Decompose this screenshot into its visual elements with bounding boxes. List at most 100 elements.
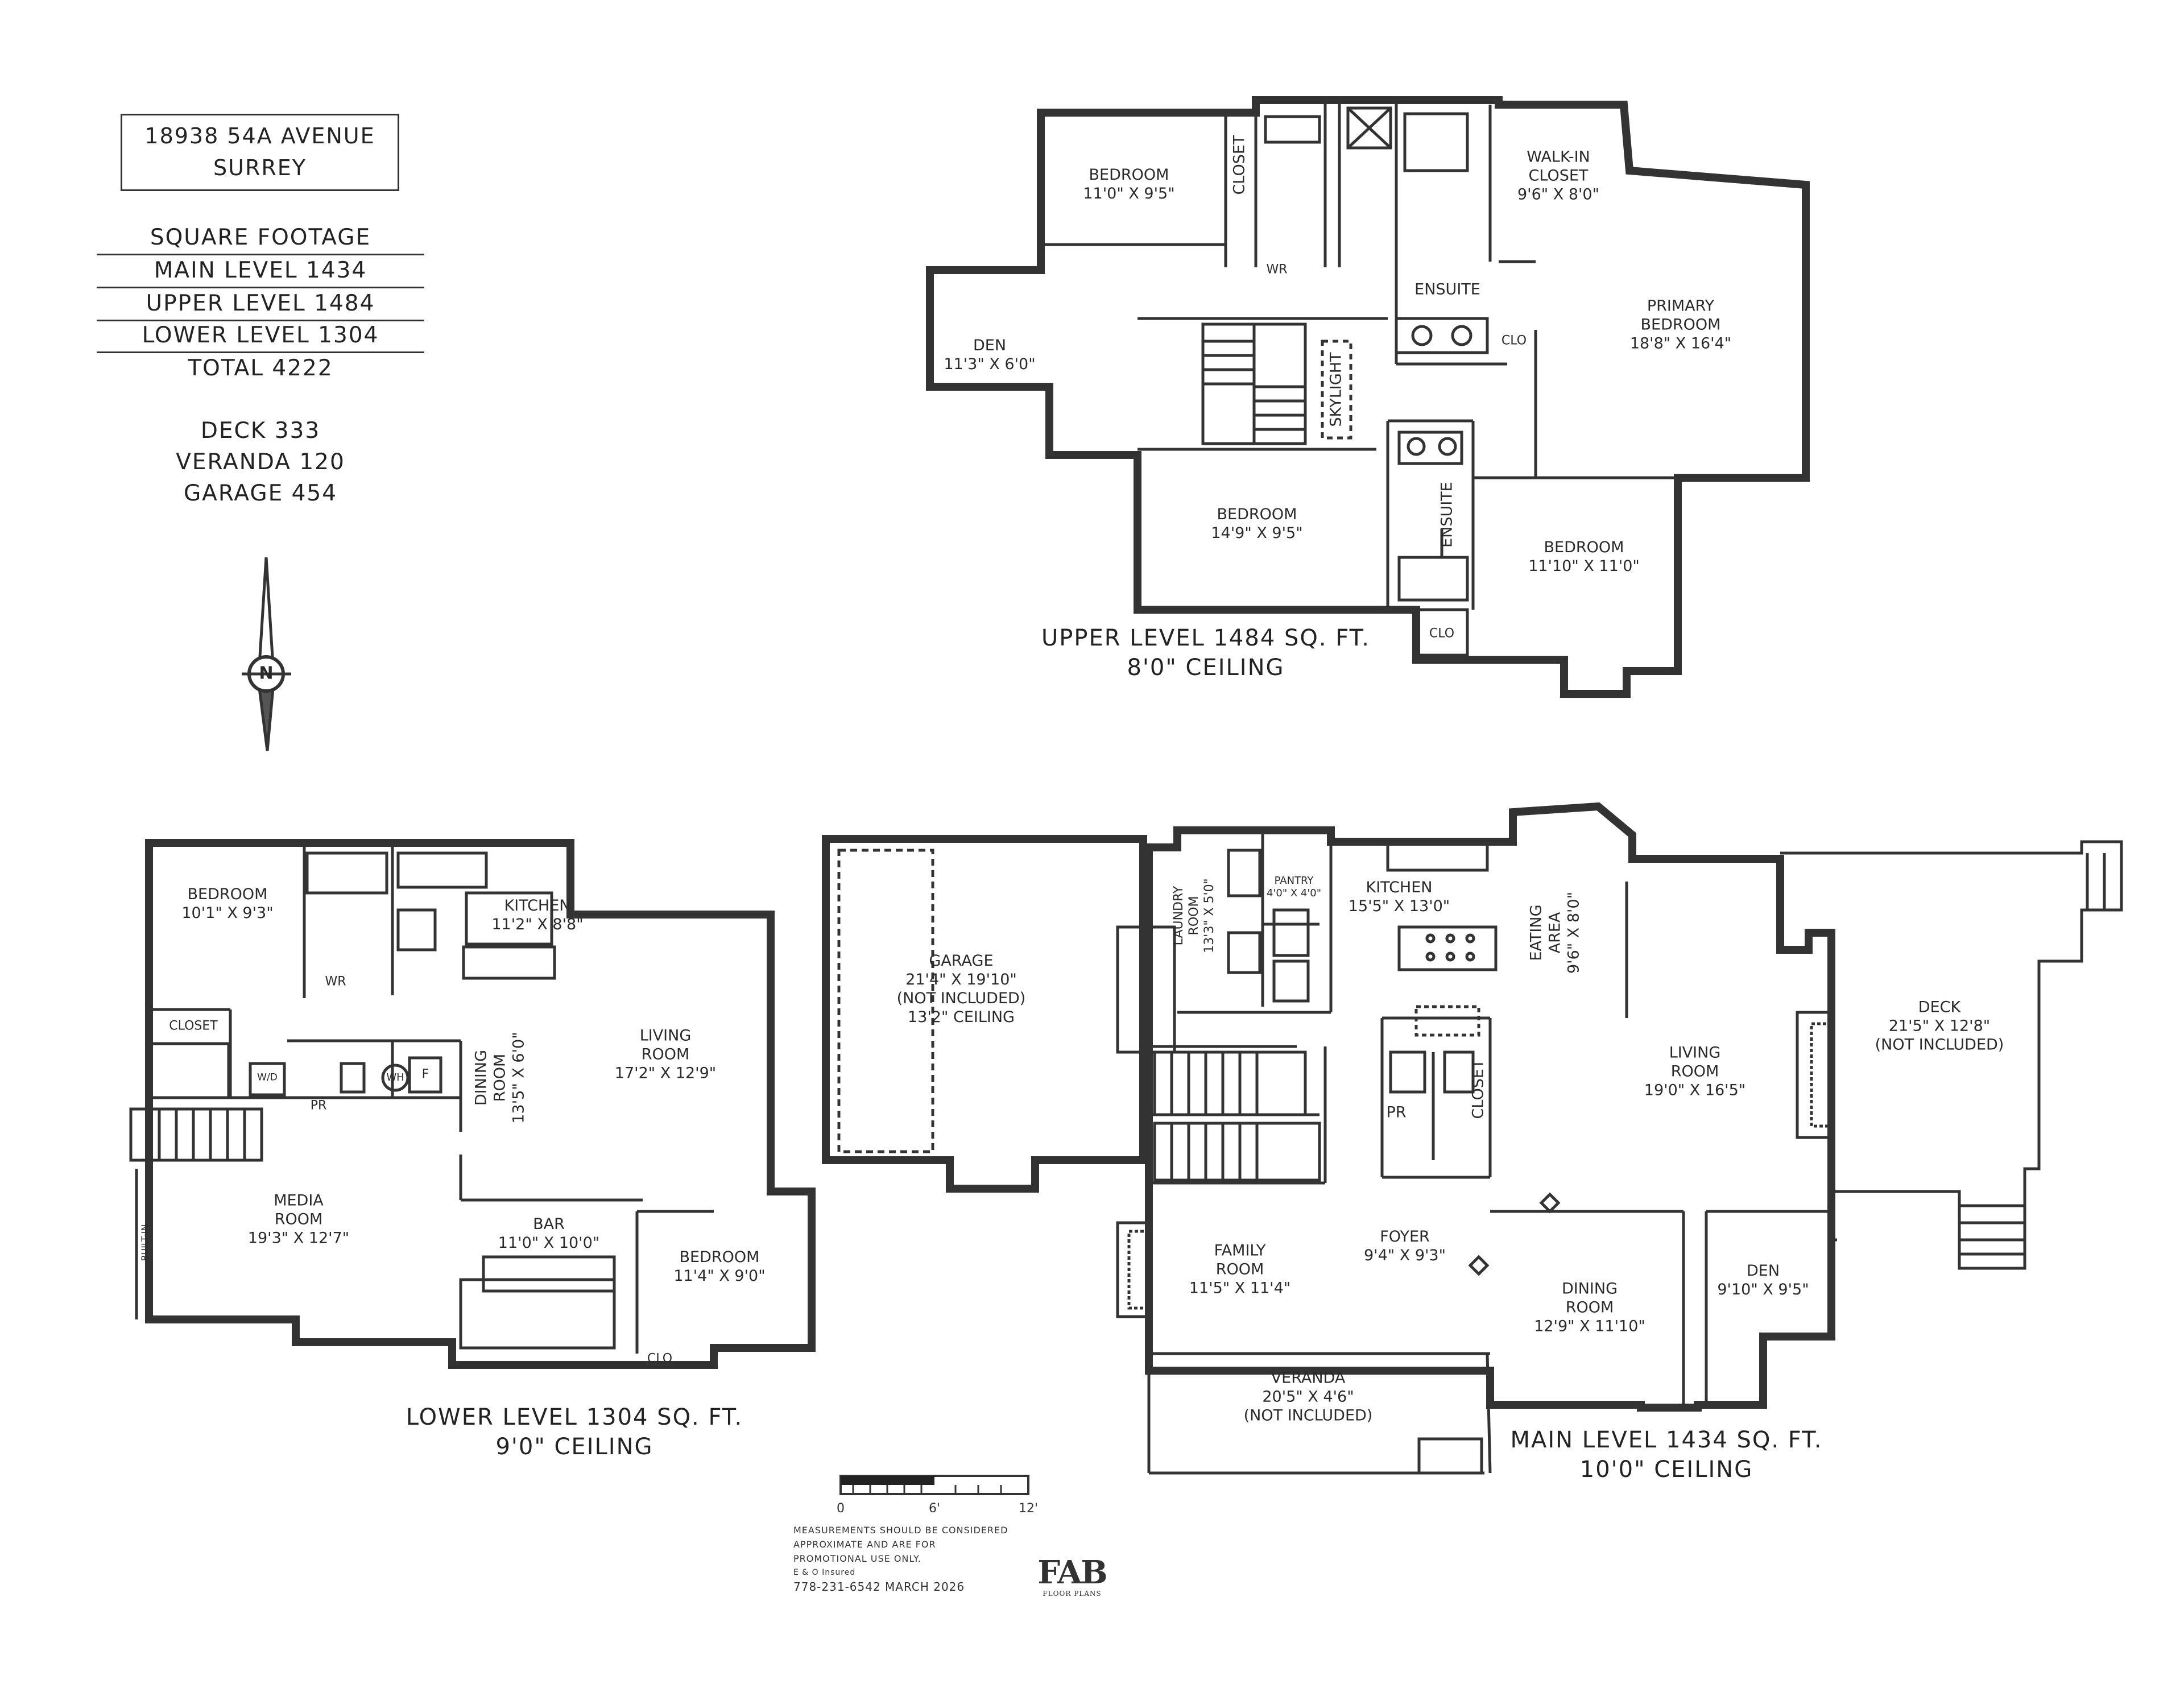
room-name: GARAGE <box>929 952 994 970</box>
level-title: MAIN LEVEL 1434 SQ. FT. <box>1510 1427 1823 1453</box>
room-dims: 11'3" X 6'0" <box>944 355 1036 373</box>
main-kitchen: KITCHEN 15'5" X 13'0" <box>1349 879 1450 916</box>
room-name-2: ROOM <box>1215 1260 1264 1279</box>
garage-label: GARAGE 21'4" X 19'10" (NOT INCLUDED) 13'… <box>897 952 1026 1027</box>
sqft-lower: LOWER LEVEL 1304 <box>97 320 424 353</box>
room-dims: 13'5" X 6'0" <box>510 1032 528 1124</box>
lower-stairs <box>129 1042 263 1162</box>
level-ceiling: 8'0" CEILING <box>1127 655 1285 681</box>
sqft-heading: SQUARE FOOTAGE <box>97 222 424 255</box>
room-name: KITCHEN <box>504 897 571 915</box>
sqft-total: TOTAL 4222 <box>188 355 333 381</box>
room-name: DINING <box>1561 1280 1618 1298</box>
main-dining-room: DINING ROOM 12'9" X 11'10" <box>1534 1280 1645 1337</box>
disclaimer: MEASUREMENTS SHOULD BE CONSIDERED APPROX… <box>793 1523 1008 1594</box>
room-dims: 20'5" X 4'6" <box>1262 1388 1354 1406</box>
main-living-room: LIVING ROOM 19'0" X 16'5" <box>1644 1044 1745 1100</box>
brand-tagline: FLOOR PLANS <box>1043 1590 1102 1598</box>
upper-clo-2: CLO <box>1429 626 1455 641</box>
room-name-2: ROOM <box>1670 1062 1719 1081</box>
upper-wr: WR <box>1266 262 1288 277</box>
upper-ensuite-2: ENSUITE <box>1438 482 1456 548</box>
main-stairs <box>1116 925 1483 1475</box>
room-dims: 18'8" X 16'4" <box>1629 334 1732 353</box>
address-line: 18938 54A AVENUE <box>144 123 375 148</box>
disclaimer-line: E & O Insured <box>793 1568 856 1577</box>
room-dims: 9'10" X 9'5" <box>1717 1281 1809 1298</box>
room-name-2: ROOM <box>1186 896 1201 936</box>
room-name: FOYER <box>1380 1228 1430 1246</box>
level-ceiling: 10'0" CEILING <box>1579 1457 1753 1483</box>
lower-wr: WR <box>325 974 346 989</box>
disclaimer-line: MEASUREMENTS SHOULD BE CONSIDERED <box>793 1525 1008 1536</box>
room-dims: 19'0" X 16'5" <box>1644 1081 1746 1099</box>
room-name: LIVING <box>1669 1044 1721 1062</box>
room-dims: 19'3" X 12'7" <box>247 1229 350 1247</box>
room-note: (NOT INCLUDED) <box>1243 1406 1373 1425</box>
lower-level-outer-walls <box>145 839 816 1369</box>
scale-label-6: 6' <box>928 1501 941 1516</box>
room-name: BEDROOM <box>1544 539 1624 557</box>
lower-bedroom-1: BEDROOM 10'1" X 9'3" <box>181 886 273 923</box>
main-deck: DECK 21'5" X 12'8" (NOT INCLUDED) <box>1875 999 2004 1055</box>
room-name: KITCHEN <box>1366 879 1433 897</box>
room-name-2: ROOM <box>274 1210 323 1228</box>
level-title: UPPER LEVEL 1484 SQ. FT. <box>1041 625 1371 651</box>
sqft-upper: UPPER LEVEL 1484 <box>97 288 424 321</box>
room-name-2: ROOM <box>641 1045 690 1064</box>
city-line: SURREY <box>213 155 307 180</box>
lower-washer-dryer: W/D <box>257 1071 278 1083</box>
room-dims: 13'3" X 5'0" <box>1202 878 1217 953</box>
room-dims: 9'4" X 9'3" <box>1363 1247 1446 1264</box>
room-note: (NOT INCLUDED) <box>1875 1036 2004 1054</box>
room-name: BEDROOM <box>679 1248 760 1267</box>
lower-bar: BAR 11'0" X 10'0" <box>498 1215 599 1253</box>
scale-bar <box>839 1475 1029 1495</box>
room-ceiling: 13'2" CEILING <box>908 1008 1015 1026</box>
compass-rose <box>242 557 291 751</box>
upper-bedroom-1: BEDROOM 11'0" X 9'5" <box>1083 166 1174 204</box>
room-dims: 9'6" X 8'0" <box>1565 891 1583 974</box>
sqft-main: MAIN LEVEL 1434 <box>97 255 424 288</box>
room-dims: 11'2" X 8'8" <box>491 916 584 933</box>
room-note: (NOT INCLUDED) <box>896 990 1026 1007</box>
upper-skylight: SKYLIGHT <box>1327 352 1345 427</box>
main-veranda: VERANDA 20'5" X 4'6" (NOT INCLUDED) <box>1244 1370 1373 1426</box>
room-name: DECK <box>1918 998 1961 1016</box>
room-dims: 9'6" X 8'0" <box>1517 185 1600 204</box>
room-name: BEDROOM <box>1217 506 1297 524</box>
upper-bedroom-3: BEDROOM 11'10" X 11'0" <box>1528 539 1640 576</box>
room-name: VERANDA <box>1271 1369 1346 1387</box>
compass-north-label: N <box>259 663 274 684</box>
room-dims: 15'5" X 13'0" <box>1348 897 1450 915</box>
room-dims: 10'1" X 9'3" <box>181 904 274 922</box>
main-closet: CLOSET <box>1469 1059 1487 1119</box>
disclaimer-line: PROMOTIONAL USE ONLY. <box>793 1553 921 1564</box>
fab-logo: FAB FLOOR PLANS <box>1027 1555 1118 1598</box>
level-ceiling: 9'0" CEILING <box>495 1434 653 1460</box>
main-family-room: FAMILY ROOM 11'5" X 11'4" <box>1189 1242 1290 1298</box>
main-level-title: MAIN LEVEL 1434 SQ. FT. 10'0" CEILING <box>1510 1425 1822 1484</box>
scale-label-0: 0 <box>837 1501 845 1516</box>
lower-media-room: MEDIA ROOM 19'3" X 12'7" <box>248 1192 349 1248</box>
room-name-2: BEDROOM <box>1640 316 1721 334</box>
extra-deck: DECK 333 <box>200 418 321 444</box>
room-name: DINING <box>472 1049 490 1106</box>
room-name: MEDIA <box>274 1191 324 1210</box>
room-name: BAR <box>533 1215 565 1234</box>
room-name-2: CLOSET <box>1528 167 1589 185</box>
room-name: EATING <box>1527 904 1545 961</box>
garage-detail <box>837 849 934 1153</box>
room-name: BEDROOM <box>187 886 268 904</box>
garage-walls <box>822 835 1147 1193</box>
main-pantry: PANTRY 4'0" X 4'0" <box>1267 875 1321 900</box>
lower-kitchen: KITCHEN 11'2" X 8'8" <box>491 897 583 934</box>
upper-level-outer-walls <box>926 96 1810 698</box>
lower-furnace: F <box>421 1067 429 1082</box>
upper-interior-walls <box>1041 100 1678 660</box>
room-dims: 11'5" X 11'4" <box>1189 1279 1291 1297</box>
lower-closet: CLOSET <box>169 1019 218 1033</box>
room-name: BEDROOM <box>1089 166 1169 184</box>
room-dims: 11'0" X 9'5" <box>1083 185 1175 202</box>
